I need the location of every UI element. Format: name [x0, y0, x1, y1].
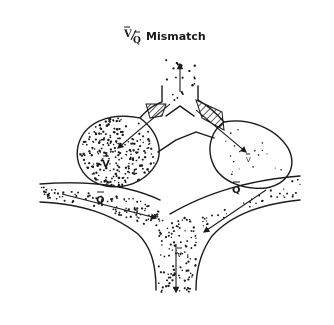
stipple-dots: [41, 59, 301, 293]
left-alveolus-v-label: V: [102, 159, 110, 170]
alveolar-septum: [158, 132, 214, 152]
outflow-v-label: V: [177, 251, 182, 259]
title-v: V: [123, 29, 132, 40]
right-blood-flow-arrow: [204, 190, 266, 232]
title-word: Mismatch: [146, 30, 206, 43]
left-capillary-bottom: [40, 202, 156, 290]
right-alveolus-v-label: V: [246, 156, 251, 164]
diagram-title: V Q Mismatch: [123, 27, 206, 46]
airway-carina: [166, 106, 194, 116]
right-capillary-bottom: [196, 200, 300, 290]
title-q: Q: [133, 36, 141, 46]
flow-arrows: [62, 64, 266, 292]
right-capillary-q-label: Q: [232, 185, 241, 196]
left-capillary-q-label: Q: [96, 195, 105, 206]
